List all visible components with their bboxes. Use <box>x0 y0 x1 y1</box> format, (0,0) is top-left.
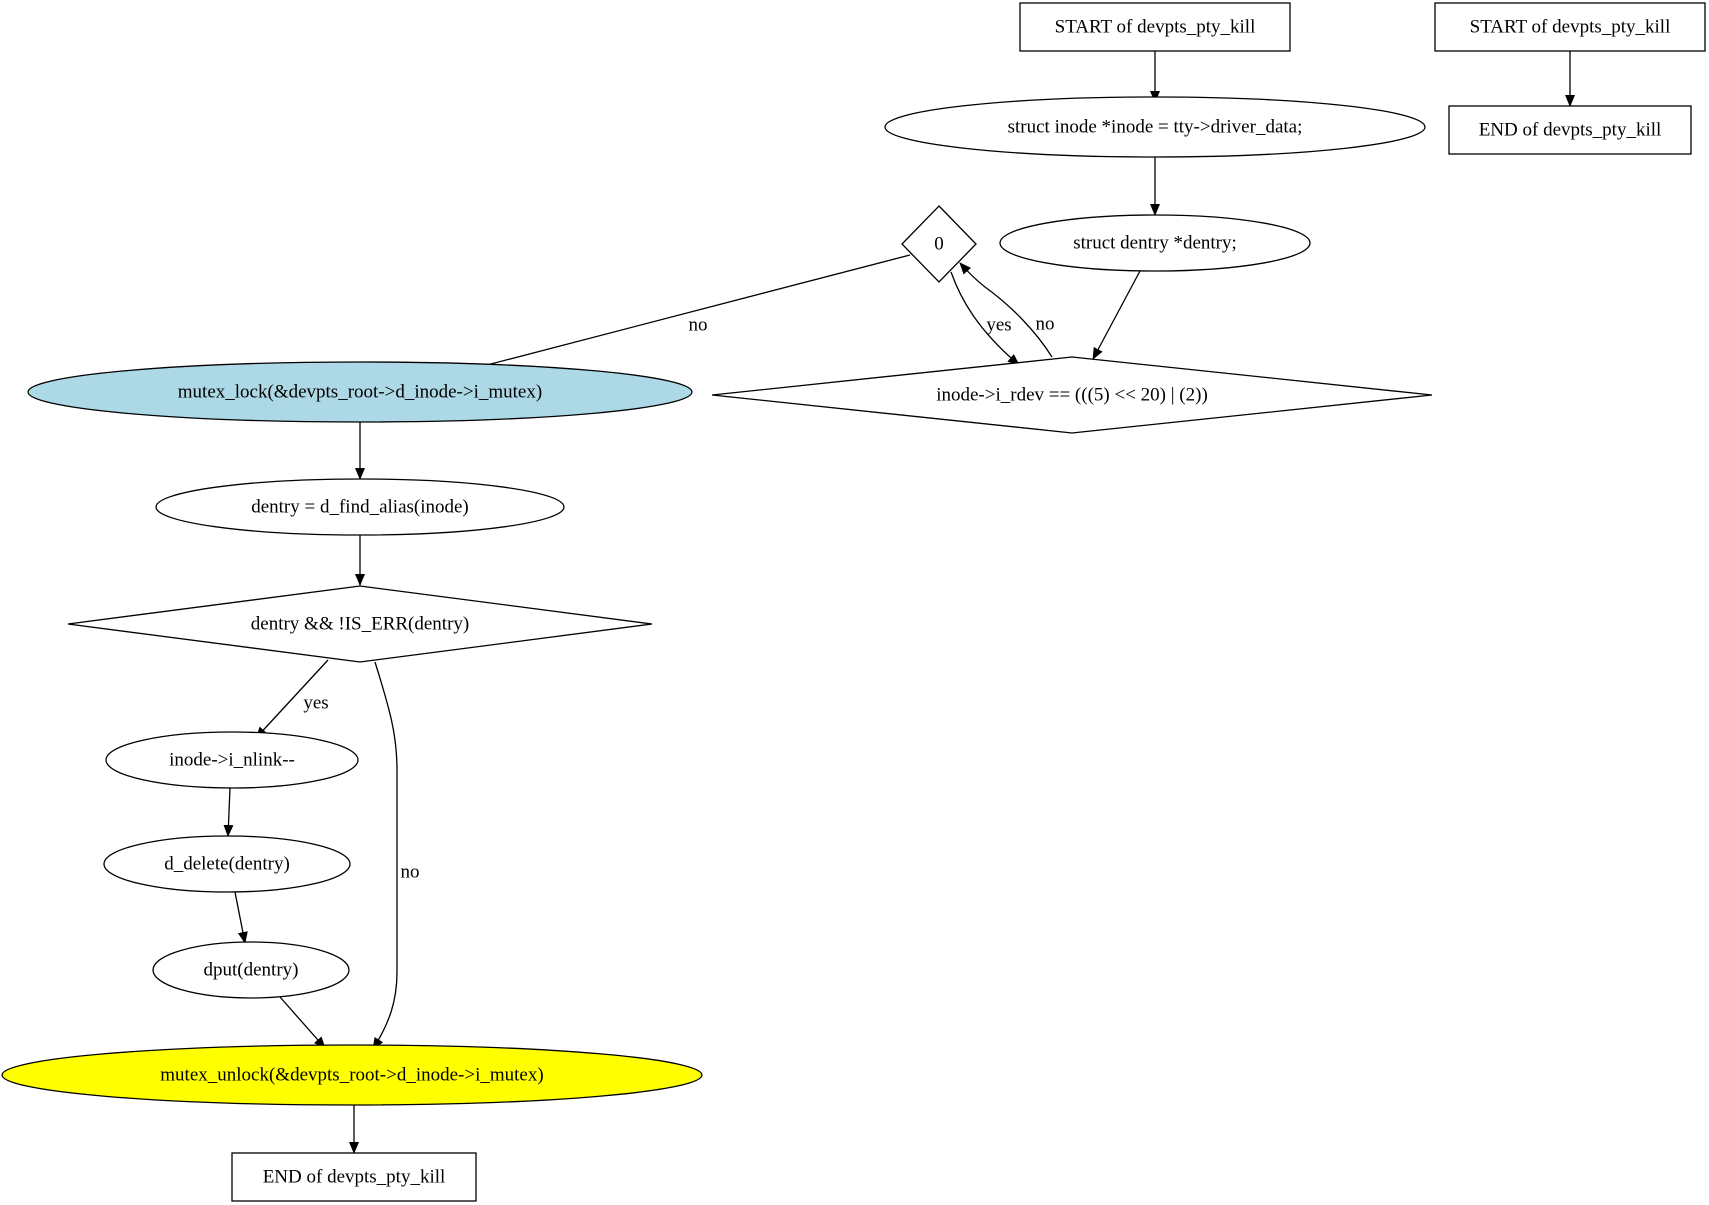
edge-label-no: no <box>1036 314 1055 335</box>
node-label: struct inode *inode = tty->driver_data; <box>1008 117 1303 138</box>
node-label: END of devpts_pty_kill <box>1479 120 1662 141</box>
node-label: inode->i_rdev == (((5) << 20) | (2)) <box>936 385 1208 406</box>
node-label: mutex_unlock(&devpts_root->d_inode->i_mu… <box>160 1065 543 1086</box>
node-shape <box>155 478 565 536</box>
node-shape <box>1 1044 703 1106</box>
node-label: inode->i_nlink-- <box>169 750 295 771</box>
node-shape <box>1434 2 1706 52</box>
edge-label-yes: yes <box>986 315 1011 336</box>
node-shape <box>901 205 977 283</box>
node-label: struct dentry *dentry; <box>1073 233 1237 254</box>
node-mutex-lock: mutex_lock(&devpts_root->d_inode->i_mute… <box>27 361 693 423</box>
node-shape <box>1448 105 1692 155</box>
edge-err-cond-to-mutex-unlock <box>372 661 398 1050</box>
node-label: START of devpts_pty_kill <box>1055 17 1256 38</box>
node-nlink: inode->i_nlink-- <box>105 731 359 789</box>
edge-d-delete-to-dput <box>234 891 248 944</box>
node-label: END of devpts_pty_kill <box>263 1167 446 1188</box>
node-label: mutex_lock(&devpts_root->d_inode->i_mute… <box>178 382 542 403</box>
edge-rdev-cond-to-zero-cond <box>959 262 1053 358</box>
node-label: dentry = d_find_alias(inode) <box>251 497 469 518</box>
edge-label-yes: yes <box>303 693 328 714</box>
node-mutex-unlock: mutex_unlock(&devpts_root->d_inode->i_mu… <box>1 1044 703 1106</box>
node-zero-cond: 0 <box>901 205 977 283</box>
edge-labels-layer: no yes no yes no <box>303 314 1054 883</box>
node-err-cond: dentry && !IS_ERR(dentry) <box>67 585 653 663</box>
edge-dput-to-mutex-unlock <box>279 996 326 1049</box>
node-shape <box>999 214 1311 272</box>
node-find-alias: dentry = d_find_alias(inode) <box>155 478 565 536</box>
node-end-main: END of devpts_pty_kill <box>231 1152 477 1202</box>
node-label: dentry && !IS_ERR(dentry) <box>251 614 469 635</box>
node-shape <box>1019 2 1291 52</box>
node-shape <box>105 731 359 789</box>
node-label: dput(dentry) <box>204 960 299 981</box>
node-dentry-decl: struct dentry *dentry; <box>999 214 1311 272</box>
edge-zero-cond-to-rdev-cond <box>950 271 1020 366</box>
node-inode-decl: struct inode *inode = tty->driver_data; <box>884 96 1426 158</box>
node-shape <box>27 361 693 423</box>
node-shape <box>711 356 1433 434</box>
edge-label-no: no <box>689 315 708 336</box>
node-label: 0 <box>934 234 944 255</box>
node-shape <box>884 96 1426 158</box>
node-label: d_delete(dentry) <box>164 854 290 875</box>
node-label: START of devpts_pty_kill <box>1470 17 1671 38</box>
edges-layer <box>223 51 1575 1154</box>
node-d-delete: d_delete(dentry) <box>103 835 351 893</box>
edge-nlink-to-d-delete <box>223 787 234 837</box>
edge-zero-cond-to-mutex-lock <box>459 254 911 375</box>
node-dput: dput(dentry) <box>152 941 350 999</box>
node-start-alt: START of devpts_pty_kill <box>1434 2 1706 52</box>
node-shape <box>231 1152 477 1202</box>
edge-dentry-decl-to-rdev-cond <box>1092 270 1141 360</box>
node-shape <box>67 585 653 663</box>
node-start-main: START of devpts_pty_kill <box>1019 2 1291 52</box>
edge-label-no: no <box>401 862 420 883</box>
node-shape <box>152 941 350 999</box>
edge-err-cond-to-nlink <box>255 659 329 739</box>
node-rdev-cond: inode->i_rdev == (((5) << 20) | (2)) <box>711 356 1433 434</box>
node-end-alt: END of devpts_pty_kill <box>1448 105 1692 155</box>
node-shape <box>103 835 351 893</box>
